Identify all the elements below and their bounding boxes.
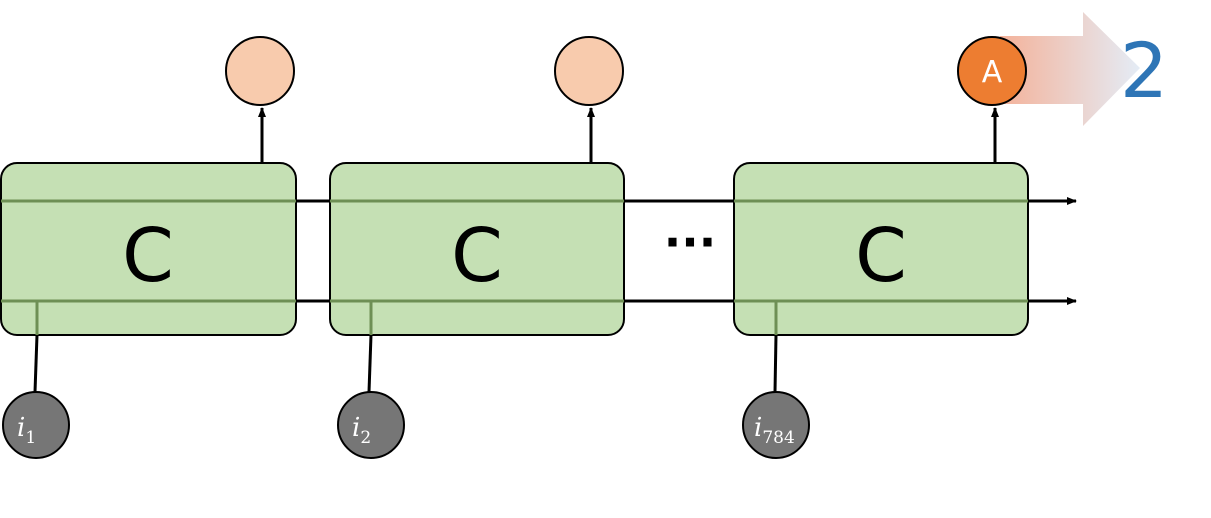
cell: C: [733, 162, 1029, 336]
result-arrow: [1000, 12, 1140, 126]
cell-box: [0, 162, 297, 336]
result-label: 2: [1120, 26, 1168, 115]
cell-label: C: [122, 213, 174, 299]
final-output-label: A: [982, 55, 1003, 90]
cell-box: [329, 162, 625, 336]
input-node: i2: [337, 391, 405, 459]
input-node: i1: [2, 391, 70, 459]
output-node: [554, 36, 624, 106]
output-node: [225, 36, 295, 106]
input-connector-lower: [367, 334, 373, 393]
cell-label: C: [855, 213, 907, 299]
input-label: i1: [17, 413, 36, 448]
input-connector-lower: [33, 334, 39, 393]
input-label: i784: [754, 413, 795, 448]
input-label: i2: [352, 413, 371, 448]
input-node: i784: [742, 391, 810, 459]
output-arrows: [258, 107, 999, 163]
input-connector-lower: [773, 334, 778, 393]
cell: C: [329, 162, 625, 336]
input-connectors: [33, 334, 778, 393]
cell-label: C: [451, 213, 503, 299]
cell-box: [733, 162, 1029, 336]
ellipsis: ···: [664, 215, 716, 269]
final-output-node: A: [957, 36, 1027, 106]
cell: C: [0, 162, 297, 336]
